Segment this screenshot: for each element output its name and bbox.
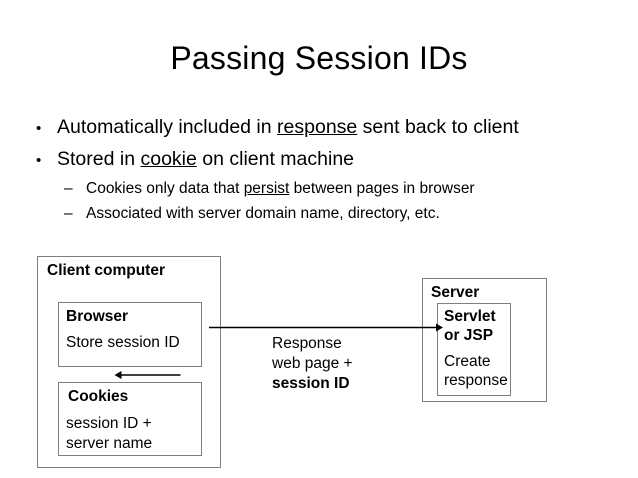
plain-text: Associated with server domain name, dire… [86, 205, 440, 222]
servlet-body-text: Create response [444, 352, 508, 390]
browser-box [58, 302, 202, 367]
client-computer-label: Client computer [47, 262, 165, 279]
cookies-label: Cookies [68, 388, 129, 405]
plain-text: between pages in browser [289, 180, 475, 197]
emphasis-underline: persist [243, 180, 290, 197]
cookies-body-text: session ID + server name [66, 414, 152, 454]
cookies-body-line2: server name [66, 435, 153, 452]
bullet-dot-icon: • [36, 152, 42, 169]
bullet-dash-icon: – [64, 180, 73, 197]
page-title: Passing Session IDs [170, 40, 468, 76]
bullet-item: • Automatically included in response sent… [36, 112, 616, 144]
servlet-body-line2: response [444, 372, 508, 389]
plain-text: Cookies only data that [86, 180, 244, 197]
bullet-item: –Associated with server domain name, dir… [64, 201, 616, 226]
response-flow-label: Response web page + session ID [272, 334, 353, 394]
client-computer-box [37, 256, 221, 468]
bullet-text: Cookies only data that persist between p… [86, 176, 475, 201]
emphasis-underline: response [277, 116, 358, 138]
bullet-dot-icon: • [36, 120, 42, 137]
browser-label: Browser [66, 308, 129, 325]
bullet-item: • Stored in cookie on client machine [36, 144, 616, 176]
server-box [422, 278, 547, 402]
response-label-line1: Response [272, 335, 342, 352]
plain-text: on client machine [196, 148, 355, 170]
plain-text: sent back to client [357, 116, 519, 138]
bullet-dash-icon: – [64, 205, 73, 222]
emphasis-underline: cookie [140, 148, 197, 170]
plain-text: Automatically included in [57, 116, 278, 138]
bullet-text: Associated with server domain name, dire… [86, 201, 440, 226]
cookies-body-line1: session ID + [66, 415, 152, 432]
bullet-list: • Automatically included in response sent… [36, 112, 616, 226]
server-label: Server [431, 284, 480, 301]
browser-body-text: Store session ID [66, 334, 180, 351]
servlet-label-line1: Servlet [444, 308, 496, 325]
cookies-box [58, 382, 202, 456]
servlet-or-jsp-label: Servlet or JSP [444, 307, 496, 345]
servlet-or-jsp-box [437, 303, 511, 396]
bullet-item: –Cookies only data that persist between … [64, 176, 616, 201]
response-label-line2: web page + [272, 355, 353, 372]
response-label-line3: session ID [272, 375, 350, 392]
servlet-label-line2: or JSP [444, 327, 494, 344]
plain-text: Stored in [57, 148, 141, 170]
servlet-body-line1: Create [444, 353, 491, 370]
bullet-text: Automatically included in response sent … [57, 112, 519, 142]
bullet-text: Stored in cookie on client machine [57, 144, 354, 174]
